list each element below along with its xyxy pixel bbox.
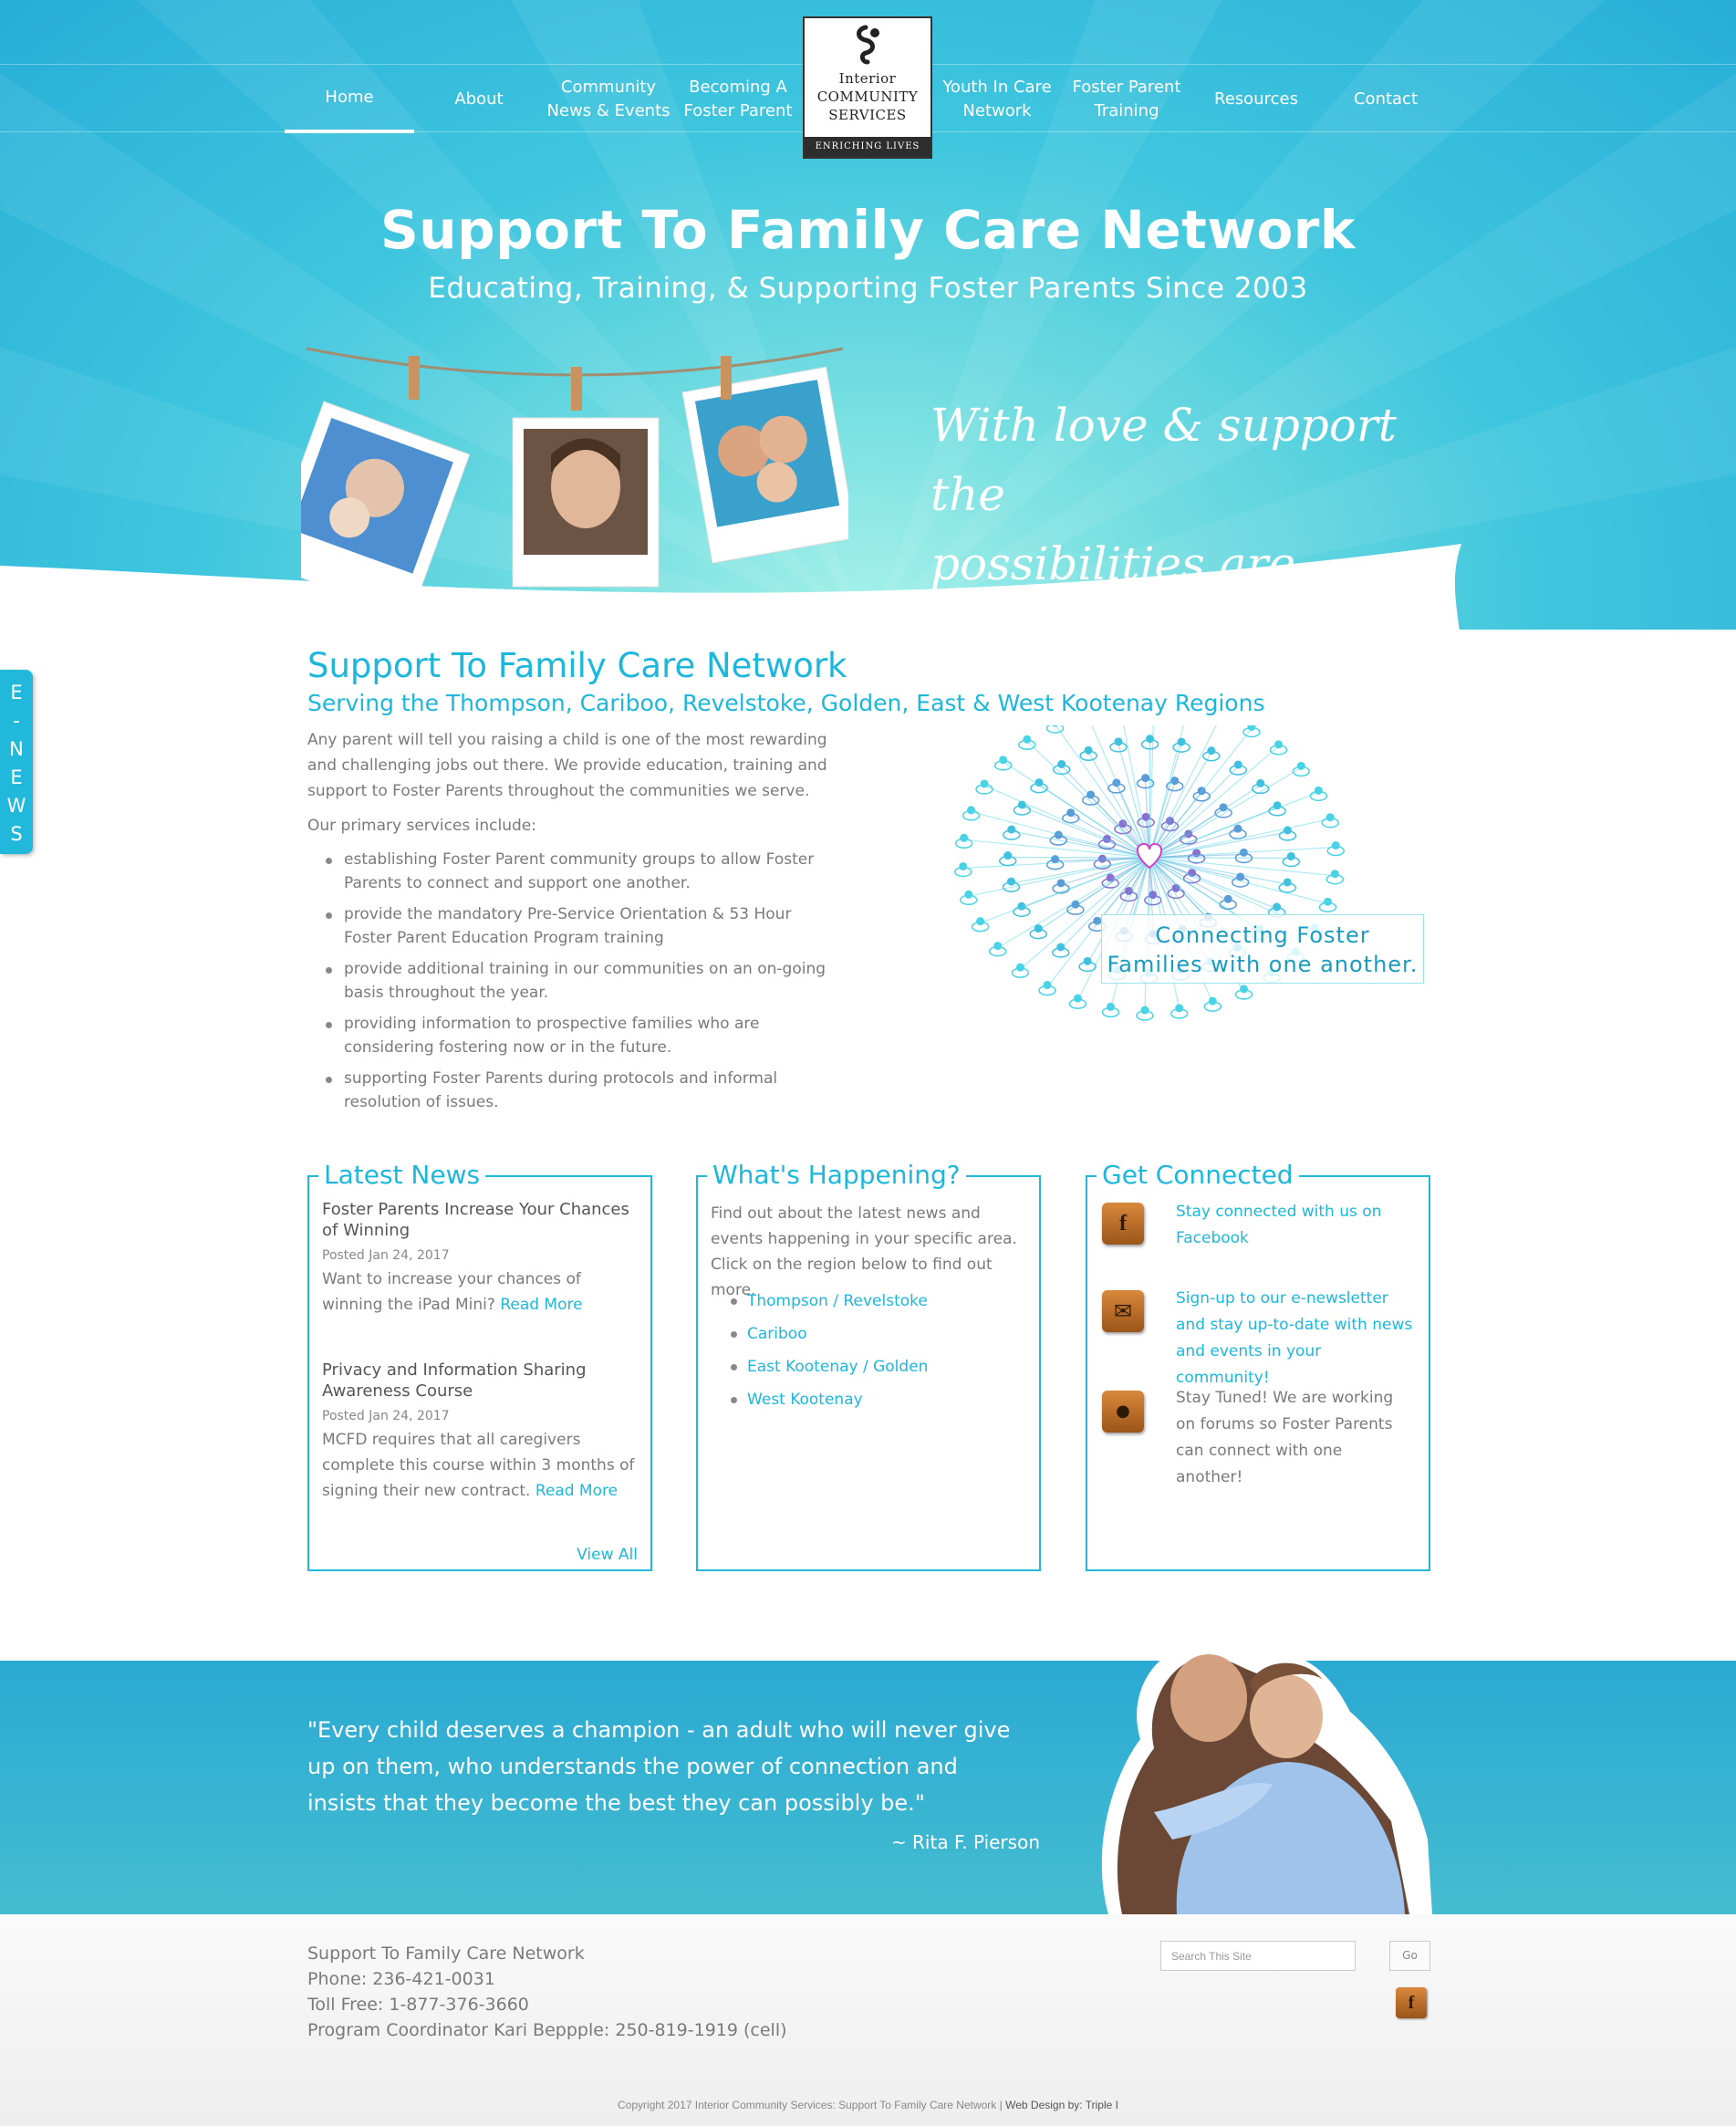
enews-letter: N [9, 738, 24, 760]
logo-tagline: ENRICHING LIVES [805, 137, 930, 157]
network-caption-line1: Connecting Foster [1155, 922, 1370, 948]
hero-wave-divider [0, 544, 1461, 630]
logo-name-line3: Services [828, 107, 907, 123]
region-link-cariboo[interactable]: Cariboo [731, 1318, 928, 1350]
footer-coordinator: Program Coordinator Kari Beppple: 250-81… [307, 2020, 787, 2040]
read-more-link[interactable]: Read More [500, 1296, 583, 1314]
news-date: Posted Jan 24, 2017 [322, 1248, 450, 1263]
enews-letter: E [10, 682, 23, 703]
forums-coming-soon-text: Stay Tuned! We are working on forums so … [1176, 1389, 1394, 1486]
read-more-link[interactable]: Read More [535, 1482, 619, 1500]
news-title[interactable]: Foster Parents Increase Your Chances of … [322, 1200, 629, 1240]
logo-name-line1: Interior [838, 70, 897, 87]
nav-foster-parent-training[interactable]: Foster Parent Training [1072, 77, 1181, 120]
intro-subtitle: Serving the Thompson, Cariboo, Revelstok… [307, 690, 1265, 716]
enews-tab[interactable]: E - N E W S [0, 670, 33, 854]
service-item: providing information to prospective fam… [326, 1012, 837, 1059]
service-item: provide additional training in our commu… [326, 957, 837, 1005]
search-go-button[interactable]: Go [1389, 1941, 1430, 1971]
footer-facebook-icon[interactable]: f [1396, 1987, 1427, 2018]
hero-subtitle: Educating, Training, & Supporting Foster… [428, 272, 1308, 305]
nav-youth-in-care-network[interactable]: Youth In Care Network [942, 77, 1052, 120]
news-body: MCFD requires that all caregivers comple… [322, 1427, 637, 1504]
footer-org: Support To Family Care Network [307, 1944, 585, 1964]
nav-contact[interactable]: Contact [1353, 89, 1419, 109]
logo-figure-icon [857, 25, 879, 65]
region-list: Thompson / Revelstoke Cariboo East Koote… [731, 1285, 928, 1416]
news-date: Posted Jan 24, 2017 [322, 1409, 450, 1423]
footer [0, 1914, 1736, 2126]
search-input[interactable]: Search This Site [1160, 1941, 1356, 1971]
copyright-separator: | [999, 2099, 1003, 2111]
footer-phone: Phone: 236-421-0031 [307, 1969, 495, 1989]
whats-happening-box: What's Happening? Find out about the lat… [696, 1160, 1041, 1571]
service-item: supporting Foster Parents during protoco… [326, 1067, 837, 1114]
news-body-text: MCFD requires that all caregivers comple… [322, 1431, 635, 1500]
quote-author: ~ Rita F. Pierson [890, 1831, 1040, 1853]
intro-title: Support To Family Care Network [307, 646, 847, 685]
ics-logo[interactable]: Interior Community Services ENRICHING LI… [803, 16, 932, 159]
hero-banner: Home About Community News & Events Becom… [0, 0, 1736, 630]
enews-letter: S [10, 823, 23, 845]
whats-happening-heading: What's Happening? [707, 1160, 966, 1190]
quote-band [0, 1661, 1736, 1914]
logo-name-line2: Community [816, 89, 919, 105]
region-link-west-kootenay[interactable]: West Kootenay [731, 1383, 928, 1416]
hug-photo [1101, 1641, 1432, 1914]
services-list: establishing Foster Parent community gro… [326, 848, 837, 1114]
facebook-connect-link[interactable]: Stay connected with us on Facebook [1176, 1203, 1382, 1247]
clothesline-photos [301, 347, 848, 611]
intro-body: Any parent will tell you raising a child… [307, 727, 837, 1121]
nav-community-news-events[interactable]: Community News & Events [546, 77, 670, 120]
facebook-icon[interactable]: f [1102, 1203, 1144, 1245]
news-body: Want to increase your chances of winning… [322, 1266, 637, 1318]
service-item: establishing Foster Parent community gro… [326, 848, 837, 895]
news-body-text: Want to increase your chances of winning… [322, 1270, 581, 1314]
speech-bubble-icon: ● [1102, 1391, 1144, 1433]
enews-letter: E [10, 766, 23, 788]
hero-title: Support To Family Care Network [380, 199, 1356, 261]
get-connected-box: Get Connected f Stay connected with us o… [1086, 1160, 1430, 1571]
nav-becoming-foster-parent[interactable]: Becoming A Foster Parent [683, 77, 793, 120]
copyright: Copyright 2017 Interior Community Servic… [0, 2099, 1736, 2111]
view-all-link[interactable]: View All [577, 1546, 638, 1564]
enews-letter: - [13, 710, 20, 732]
envelope-icon[interactable]: ✉ [1102, 1290, 1144, 1332]
intro-paragraph: Any parent will tell you raising a child… [307, 731, 827, 800]
hero-script-line1: With love & support the [930, 399, 1397, 521]
enews-letter: W [6, 795, 26, 817]
web-design-credit-link[interactable]: Web Design by: Triple I [1005, 2099, 1118, 2111]
newsletter-signup-link[interactable]: Sign-up to our e-newsletter and stay up-… [1176, 1289, 1413, 1387]
main-nav: Home About Community News & Events Becom… [0, 64, 1736, 133]
news-title[interactable]: Privacy and Information Sharing Awarenes… [322, 1360, 587, 1401]
latest-news-box: Latest News Foster Parents Increase Your… [307, 1160, 652, 1571]
network-illustration [954, 725, 1345, 1021]
copyright-text: Copyright 2017 Interior Community Servic… [618, 2099, 997, 2111]
nav-about[interactable]: About [454, 89, 504, 109]
latest-news-heading: Latest News [318, 1160, 486, 1190]
services-intro: Our primary services include: [307, 817, 536, 835]
network-caption-line2: Families with one another. [1107, 952, 1419, 977]
nav-home[interactable]: Home [285, 65, 414, 133]
service-item: provide the mandatory Pre-Service Orient… [326, 902, 837, 950]
region-link-east-kootenay-golden[interactable]: East Kootenay / Golden [731, 1350, 928, 1383]
get-connected-heading: Get Connected [1097, 1160, 1299, 1190]
quote-text: "Every child deserves a champion - an ad… [307, 1717, 1011, 1816]
region-link-thompson-revelstoke[interactable]: Thompson / Revelstoke [731, 1285, 928, 1318]
whats-happening-text: Find out about the latest news and event… [711, 1204, 1017, 1299]
footer-toll-free: Toll Free: 1-877-376-3660 [307, 1995, 529, 2015]
nav-resources[interactable]: Resources [1214, 89, 1298, 109]
network-caption: Connecting Foster Families with one anot… [1101, 914, 1424, 984]
